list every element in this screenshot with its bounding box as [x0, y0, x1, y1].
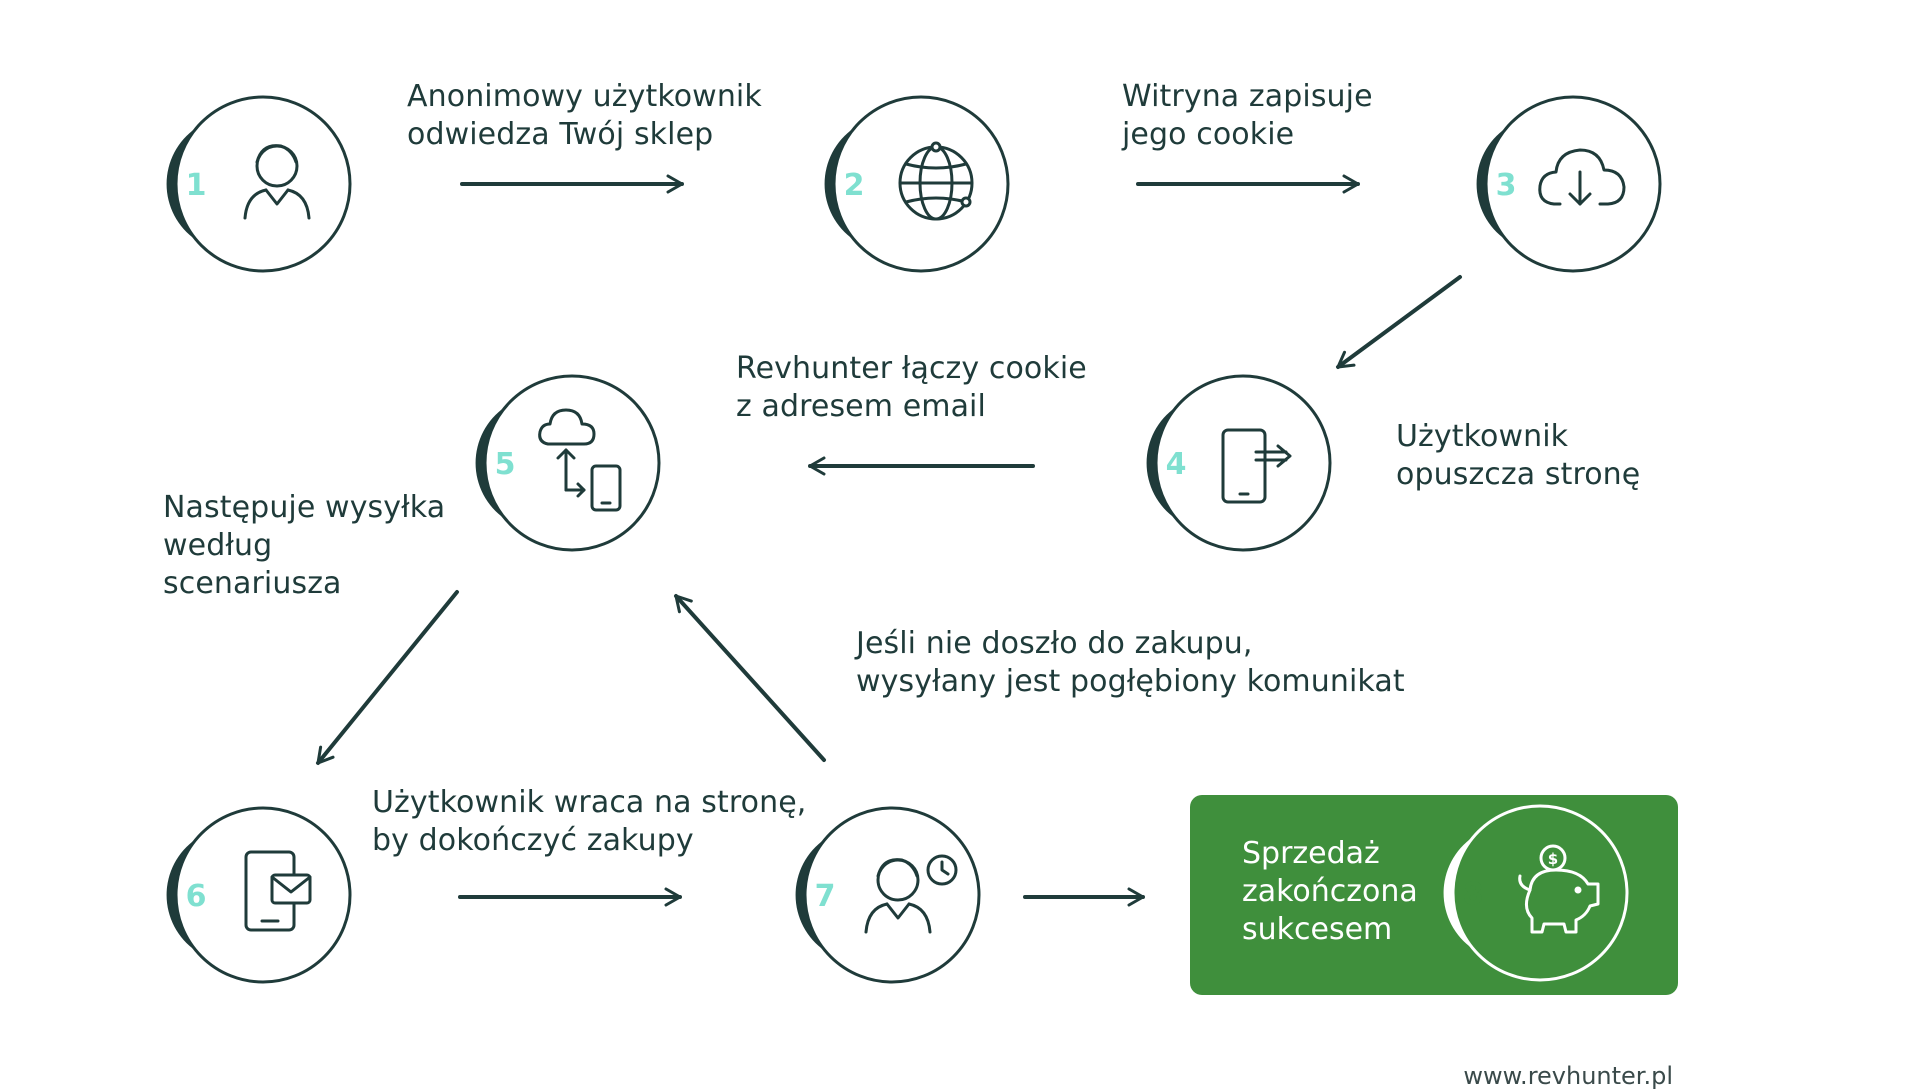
arrow-5-to-6	[316, 590, 459, 765]
svg-text:$: $	[1548, 850, 1558, 868]
step-number: 6	[186, 879, 207, 914]
phone-mail-icon	[244, 850, 312, 932]
label-step-2-cookie: Witryna zapisuje jego cookie	[1122, 79, 1373, 152]
step-badge	[475, 407, 505, 519]
step-circle	[174, 806, 352, 984]
watermark-url: www.revhunter.pl	[1463, 1062, 1673, 1090]
step-5: 5	[475, 374, 661, 552]
step-badge	[795, 839, 825, 951]
label-step-5-match: Revhunter łączy cookie z adresem email	[736, 351, 1087, 424]
step-circle	[174, 95, 352, 273]
step-circle	[483, 374, 661, 552]
label-step-5-send: Następuje wysyłka według scenariusza	[163, 490, 446, 601]
cloud-sync-icon	[538, 408, 622, 512]
step-1: 1	[166, 95, 352, 273]
step-badge	[166, 839, 196, 951]
step-number: 5	[495, 447, 516, 482]
step-number: 4	[1166, 447, 1187, 482]
step-circle	[803, 806, 981, 984]
success-label: Sprzedaż zakończona sukcesem	[1242, 836, 1418, 947]
phone-exit-icon	[1221, 428, 1292, 504]
label-step-4-leave: Użytkownik opuszcza stronę	[1396, 419, 1641, 492]
step-8: 8 $	[1443, 804, 1629, 982]
step-badge	[1146, 407, 1176, 519]
label-step-6-return: Użytkownik wraca na stronę, by dokończyć…	[372, 785, 807, 858]
arrow-7-to-5	[674, 594, 826, 762]
user-icon	[243, 144, 311, 220]
label-step-1-visit: Anonimowy użytkownik odwiedza Twój sklep	[407, 79, 762, 152]
step-number: 7	[815, 879, 836, 914]
step-circle	[832, 95, 1010, 273]
step-7: 7	[795, 806, 981, 984]
label-step-7-followup: Jeśli nie doszło do zakupu, wysyłany jes…	[856, 626, 1405, 699]
step-number: 2	[844, 168, 865, 203]
step-badge	[166, 128, 196, 240]
cloud-download-icon	[1538, 148, 1626, 206]
step-badge	[1476, 128, 1506, 240]
globe-icon	[898, 141, 974, 221]
arrow-3-to-4	[1336, 275, 1462, 369]
step-circle	[1484, 95, 1662, 273]
step-6: 6	[166, 806, 352, 984]
arrows	[316, 174, 1462, 907]
step-circle	[1451, 804, 1629, 982]
step-number: 3	[1496, 168, 1517, 203]
step-badge	[824, 128, 854, 240]
step-3: 3	[1476, 95, 1662, 273]
step-circle	[1154, 374, 1332, 552]
step-number: 8	[1463, 877, 1484, 912]
user-clock-icon	[864, 854, 958, 934]
piggy-bank-icon: $	[1518, 844, 1600, 934]
step-number: 1	[186, 168, 207, 203]
step-4: 4	[1146, 374, 1332, 552]
step-badge	[1443, 837, 1473, 949]
step-2: 2	[824, 95, 1010, 273]
